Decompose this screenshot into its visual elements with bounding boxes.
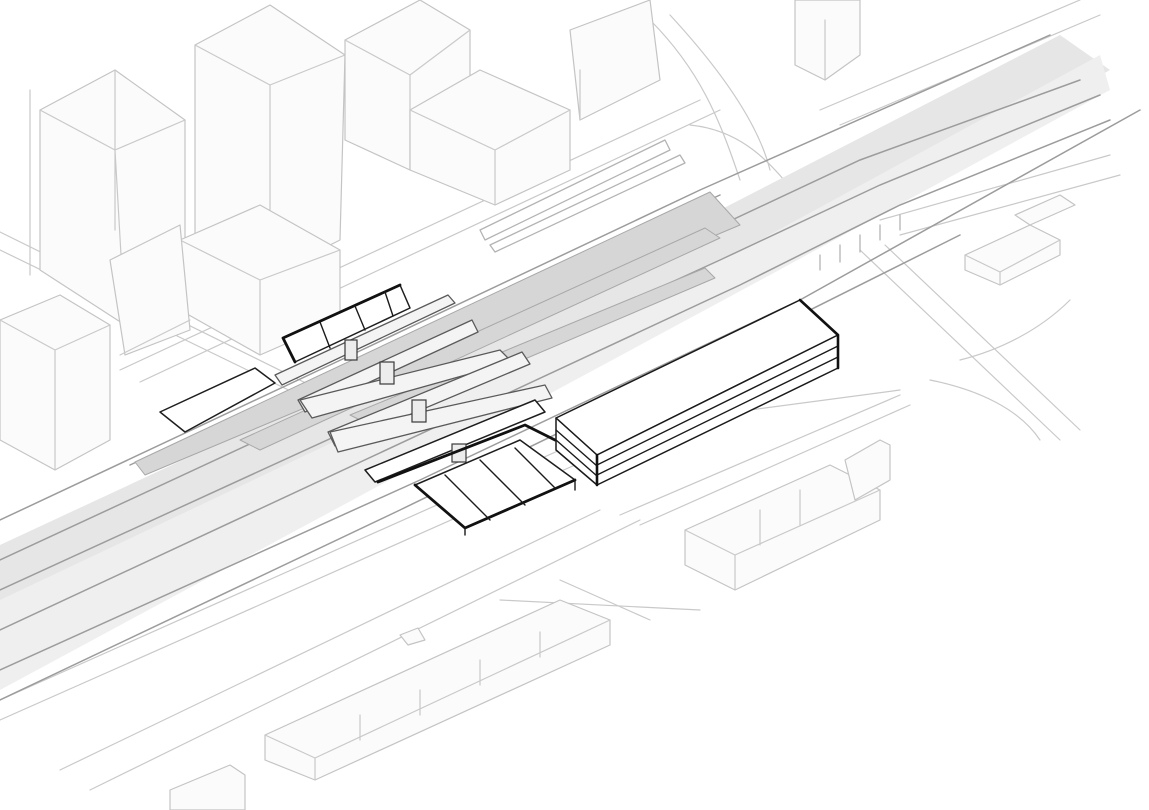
stair-core-4 [344, 339, 358, 361]
new-station-building [555, 298, 840, 487]
context-buildings-left [0, 0, 861, 471]
station-canopies [159, 283, 577, 536]
stair-core-2 [411, 399, 427, 423]
rail-corridor [0, 34, 1141, 701]
context-buildings-right [684, 194, 1076, 591]
stair-core-1 [379, 361, 395, 385]
context-buildings-lower [169, 599, 611, 810]
